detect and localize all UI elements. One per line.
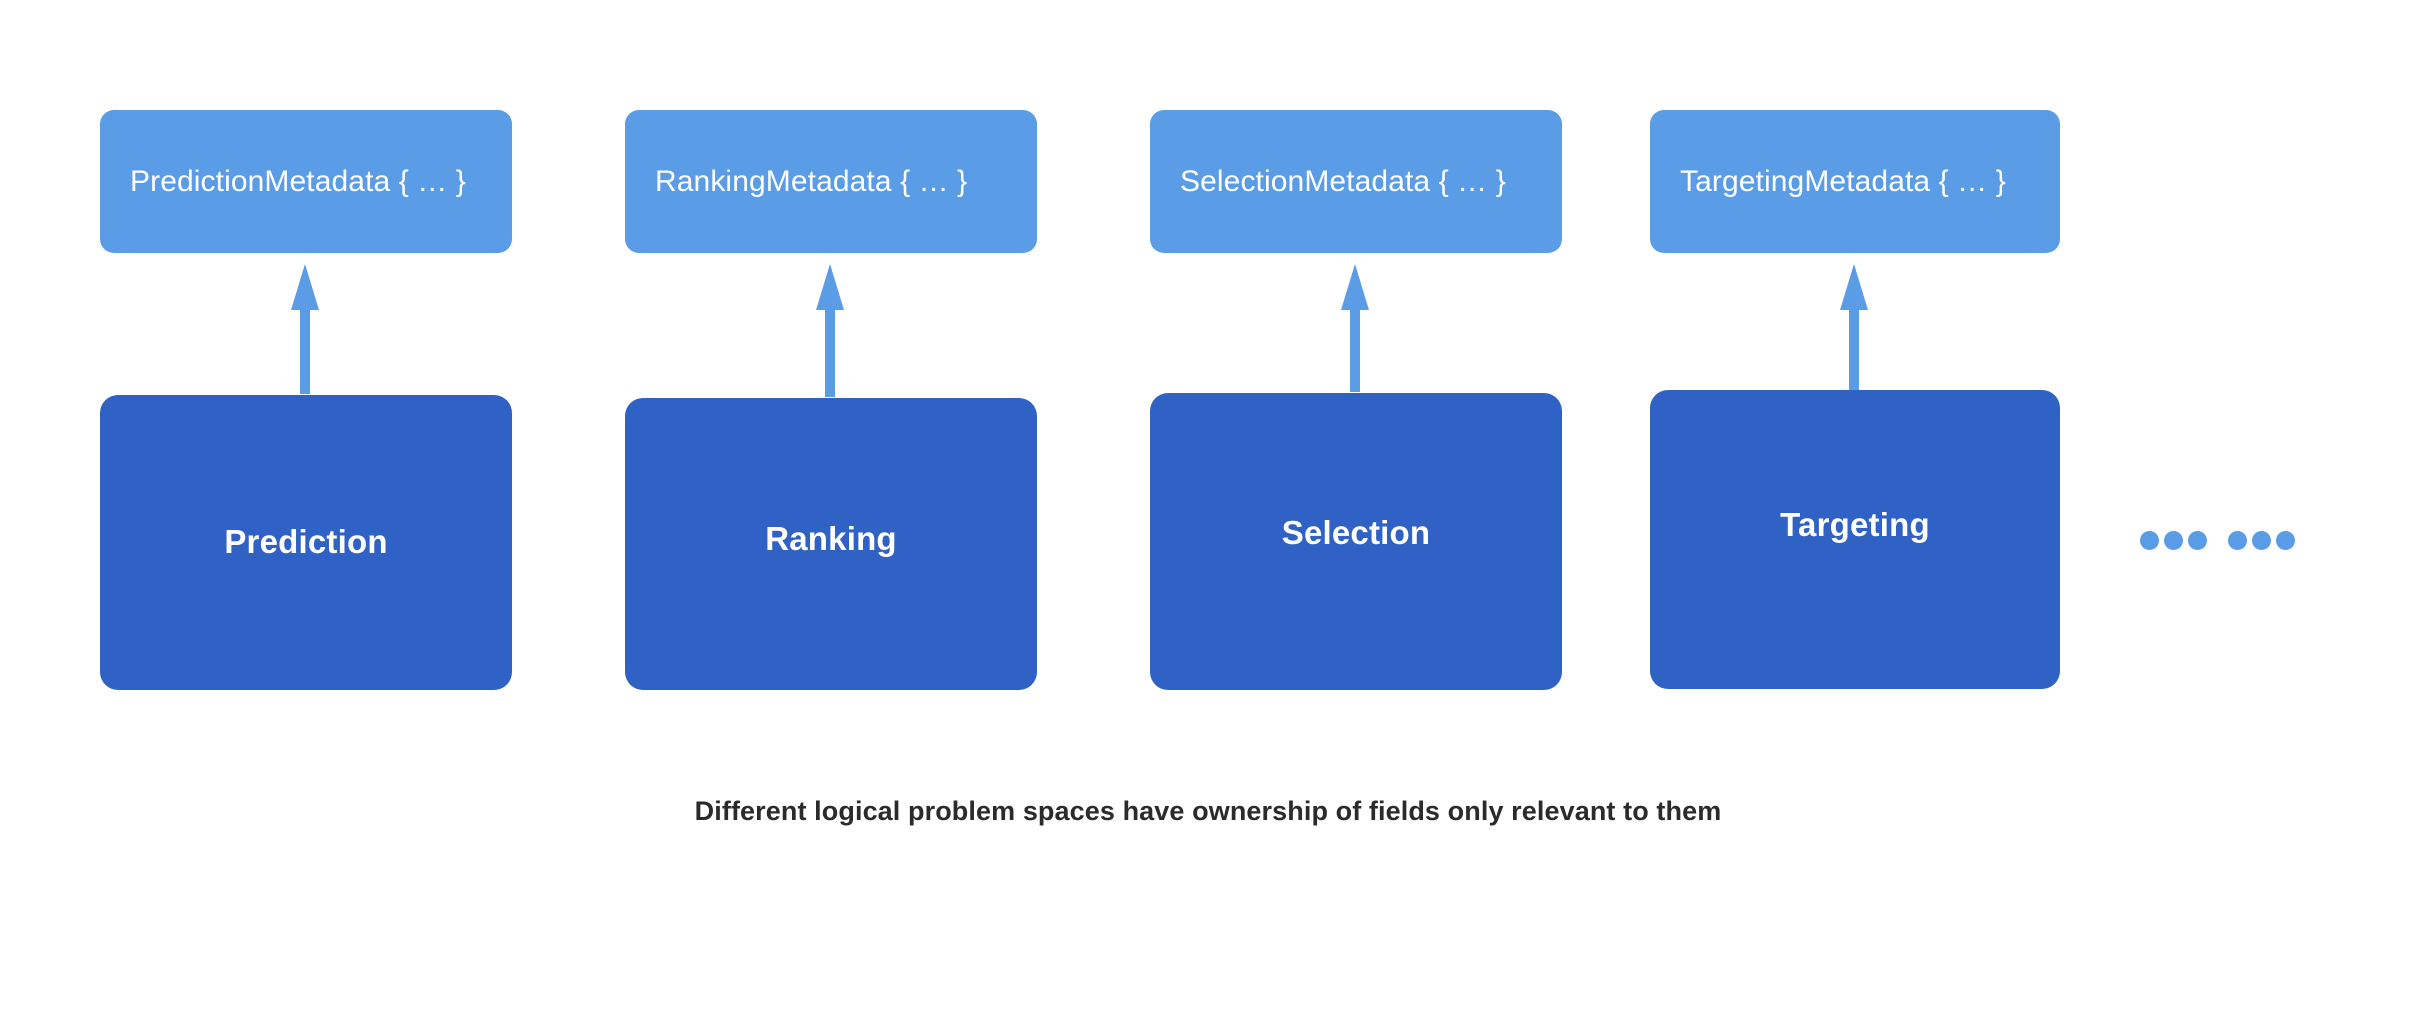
- dot: [2252, 531, 2271, 550]
- metadata-box-targeting[interactable]: TargetingMetadata { … }: [1650, 110, 2060, 253]
- dot-cluster-1: [2140, 531, 2207, 550]
- dot: [2140, 531, 2159, 550]
- ellipsis-dots: [2140, 531, 2295, 550]
- dot: [2164, 531, 2183, 550]
- metadata-box-selection[interactable]: SelectionMetadata { … }: [1150, 110, 1562, 253]
- dot: [2188, 531, 2207, 550]
- metadata-box-ranking[interactable]: RankingMetadata { … }: [625, 110, 1037, 253]
- up-arrow-icon-ranking: [808, 262, 852, 397]
- dot: [2228, 531, 2247, 550]
- dot-cluster-gap: [2207, 540, 2228, 541]
- up-arrow-icon-selection: [1333, 262, 1377, 392]
- metadata-label-ranking: RankingMetadata { … }: [655, 164, 968, 198]
- metadata-label-targeting: TargetingMetadata { … }: [1680, 164, 2006, 198]
- problem-space-box-selection[interactable]: Selection: [1150, 393, 1562, 690]
- metadata-label-selection: SelectionMetadata { … }: [1180, 164, 1506, 198]
- up-arrow-icon-prediction: [283, 262, 327, 394]
- metadata-box-prediction[interactable]: PredictionMetadata { … }: [100, 110, 512, 253]
- up-arrow-icon-targeting: [1832, 262, 1876, 390]
- dot-cluster-2: [2228, 531, 2295, 550]
- diagram-caption: Different logical problem spaces have ow…: [694, 796, 1722, 826]
- problem-space-label-selection: Selection: [1281, 514, 1431, 551]
- problem-space-label-prediction: Prediction: [224, 523, 388, 560]
- problem-space-label-targeting: Targeting: [1780, 506, 1930, 543]
- problem-space-box-prediction[interactable]: Prediction: [100, 395, 512, 690]
- metadata-label-prediction: PredictionMetadata { … }: [130, 164, 466, 198]
- dot: [2276, 531, 2295, 550]
- problem-space-label-ranking: Ranking: [765, 520, 897, 557]
- problem-space-box-ranking[interactable]: Ranking: [625, 398, 1037, 690]
- problem-space-box-targeting[interactable]: Targeting: [1650, 390, 2060, 689]
